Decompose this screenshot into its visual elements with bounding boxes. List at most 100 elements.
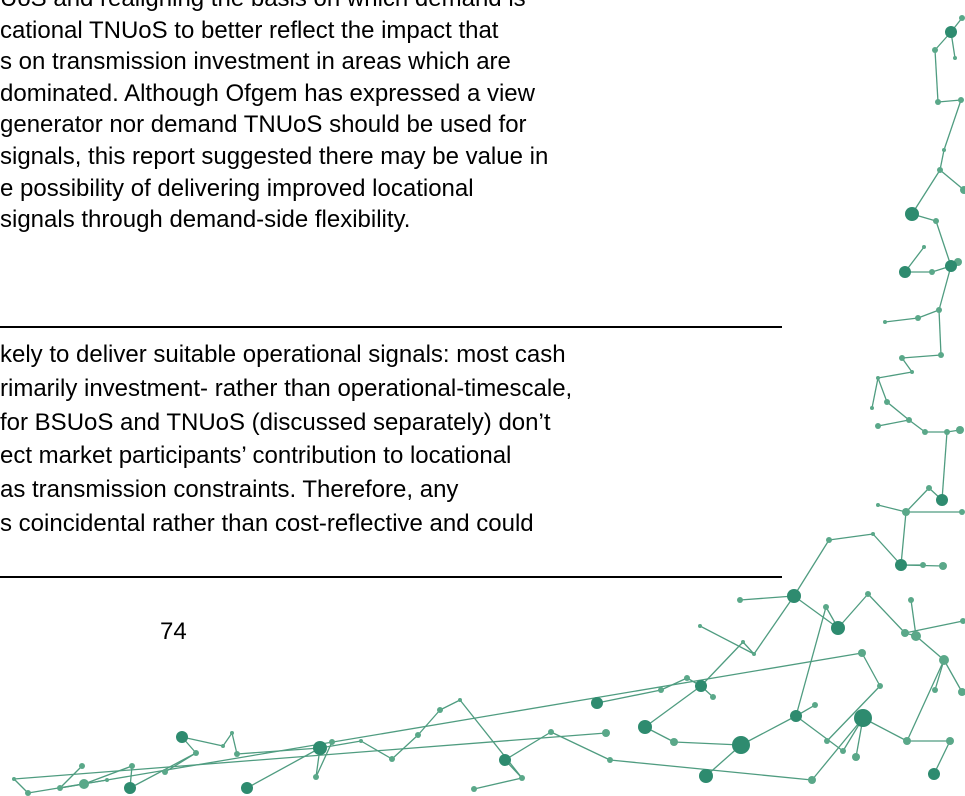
network-link xyxy=(13,778,29,794)
network-node xyxy=(12,777,16,781)
network-node xyxy=(840,748,846,754)
network-link xyxy=(935,220,952,267)
network-node xyxy=(826,537,832,543)
text-line: generator nor demand TNUoS should be use… xyxy=(0,111,527,139)
network-node xyxy=(607,757,613,763)
network-node xyxy=(105,778,109,782)
network-node xyxy=(25,790,31,796)
network-link xyxy=(904,620,964,634)
network-node xyxy=(929,269,935,275)
network-link xyxy=(938,265,952,311)
text-line: rimarily investment- rather than operati… xyxy=(0,374,573,402)
network-node xyxy=(932,47,938,53)
network-node xyxy=(329,739,335,745)
network-link xyxy=(504,731,552,761)
network-node xyxy=(899,266,911,278)
network-node xyxy=(936,494,948,506)
network-link xyxy=(901,354,942,359)
network-node xyxy=(922,429,928,435)
text-line: UoS and realigning the basis on which de… xyxy=(0,0,790,15)
network-node xyxy=(602,729,610,737)
network-node xyxy=(920,562,926,568)
network-link xyxy=(943,659,963,693)
network-node xyxy=(193,750,199,756)
network-node xyxy=(823,604,829,610)
network-link xyxy=(315,741,333,778)
network-node xyxy=(858,649,866,657)
network-node xyxy=(499,754,511,766)
network-node xyxy=(519,775,525,781)
network-link xyxy=(13,732,607,780)
network-link xyxy=(59,765,83,789)
network-node xyxy=(389,756,395,762)
network-node xyxy=(241,782,253,794)
boxed-paragraph: kely to deliver suitable operational sig… xyxy=(0,338,790,541)
network-link xyxy=(828,533,874,541)
network-link xyxy=(742,641,755,655)
network-node xyxy=(79,779,89,789)
network-node xyxy=(876,376,880,380)
text-line: s on transmission investment in areas wh… xyxy=(0,48,511,76)
network-node xyxy=(903,737,911,745)
network-node xyxy=(591,697,603,709)
network-node xyxy=(945,260,957,272)
network-node xyxy=(899,355,905,361)
network-node xyxy=(933,218,939,224)
text-line: for BSUoS and TNUoS (discussed separatel… xyxy=(0,408,551,436)
network-link xyxy=(222,732,233,747)
network-node xyxy=(359,739,363,743)
network-link xyxy=(793,595,839,629)
network-link xyxy=(877,371,913,379)
network-node xyxy=(812,702,818,708)
network-node xyxy=(176,731,188,743)
network-link xyxy=(246,747,321,789)
network-link xyxy=(934,49,939,103)
network-link xyxy=(699,625,755,655)
network-node xyxy=(471,786,477,792)
network-node xyxy=(658,687,664,693)
network-link xyxy=(871,377,879,409)
network-link xyxy=(906,659,945,742)
network-link xyxy=(473,777,523,790)
network-link xyxy=(872,533,902,566)
network-node xyxy=(946,737,954,745)
network-node xyxy=(901,629,909,637)
network-node xyxy=(958,97,964,103)
network-node xyxy=(698,624,702,628)
network-node xyxy=(741,640,745,644)
network-link xyxy=(877,504,907,513)
network-node xyxy=(548,729,554,735)
box-bottom-rule xyxy=(0,576,782,578)
network-node xyxy=(737,597,743,603)
network-node xyxy=(871,532,875,536)
network-link xyxy=(908,419,926,433)
network-node xyxy=(684,675,690,681)
network-node xyxy=(824,738,830,744)
network-node xyxy=(944,429,950,435)
network-node xyxy=(928,768,940,780)
network-link xyxy=(933,740,951,775)
network-node xyxy=(905,207,919,221)
network-node xyxy=(732,736,750,754)
network-node xyxy=(865,591,871,597)
network-link xyxy=(934,659,945,691)
network-link xyxy=(740,715,797,746)
network-link xyxy=(231,732,238,755)
network-node xyxy=(699,769,713,783)
network-node xyxy=(932,687,938,693)
network-node xyxy=(230,731,234,735)
network-link xyxy=(391,734,419,760)
network-node xyxy=(958,688,965,696)
text-line: kely to deliver suitable operational sig… xyxy=(0,341,566,368)
network-node xyxy=(960,186,965,194)
network-link xyxy=(915,635,945,661)
network-link xyxy=(917,309,940,319)
network-link xyxy=(941,431,948,501)
network-node xyxy=(956,426,964,434)
network-node xyxy=(852,753,860,761)
body-paragraph-1: UoS and realigning the basis on which de… xyxy=(0,0,790,236)
network-node xyxy=(945,26,957,38)
network-link xyxy=(837,593,869,629)
network-link xyxy=(753,595,795,655)
network-node xyxy=(906,417,912,423)
